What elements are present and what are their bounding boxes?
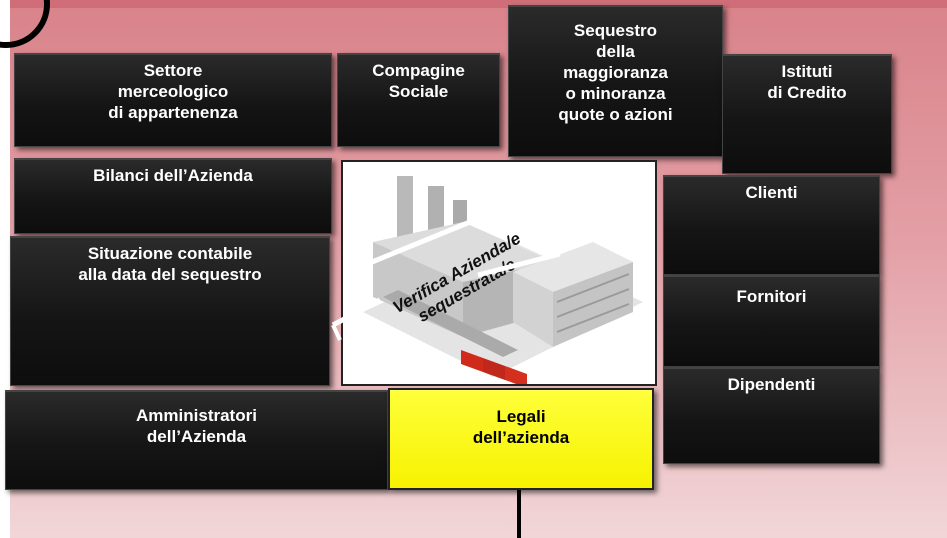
box-situazione-contabile[interactable]: Situazione contabile alla data del seque… bbox=[10, 236, 330, 386]
box-sequestro-quote[interactable]: Sequestro della maggioranza o minoranza … bbox=[508, 5, 723, 157]
box-fornitori[interactable]: Fornitori bbox=[663, 275, 880, 367]
connector-line bbox=[517, 490, 521, 538]
box-istituti-credito[interactable]: Istituti di Credito bbox=[722, 54, 892, 174]
box-bilanci-azienda[interactable]: Bilanci dell’Azienda bbox=[14, 158, 332, 234]
box-amministratori[interactable]: Amministratori dell’Azienda bbox=[5, 390, 388, 490]
box-dipendenti[interactable]: Dipendenti bbox=[663, 367, 880, 464]
panel-top-band bbox=[10, 0, 947, 8]
box-clienti[interactable]: Clienti bbox=[663, 175, 880, 275]
box-settore-merceologico[interactable]: Settore merceologico di appartenenza bbox=[14, 53, 332, 147]
box-compagine-sociale[interactable]: Compagine Sociale bbox=[337, 53, 500, 147]
box-legali-azienda[interactable]: Legali dell’azienda bbox=[388, 388, 654, 490]
